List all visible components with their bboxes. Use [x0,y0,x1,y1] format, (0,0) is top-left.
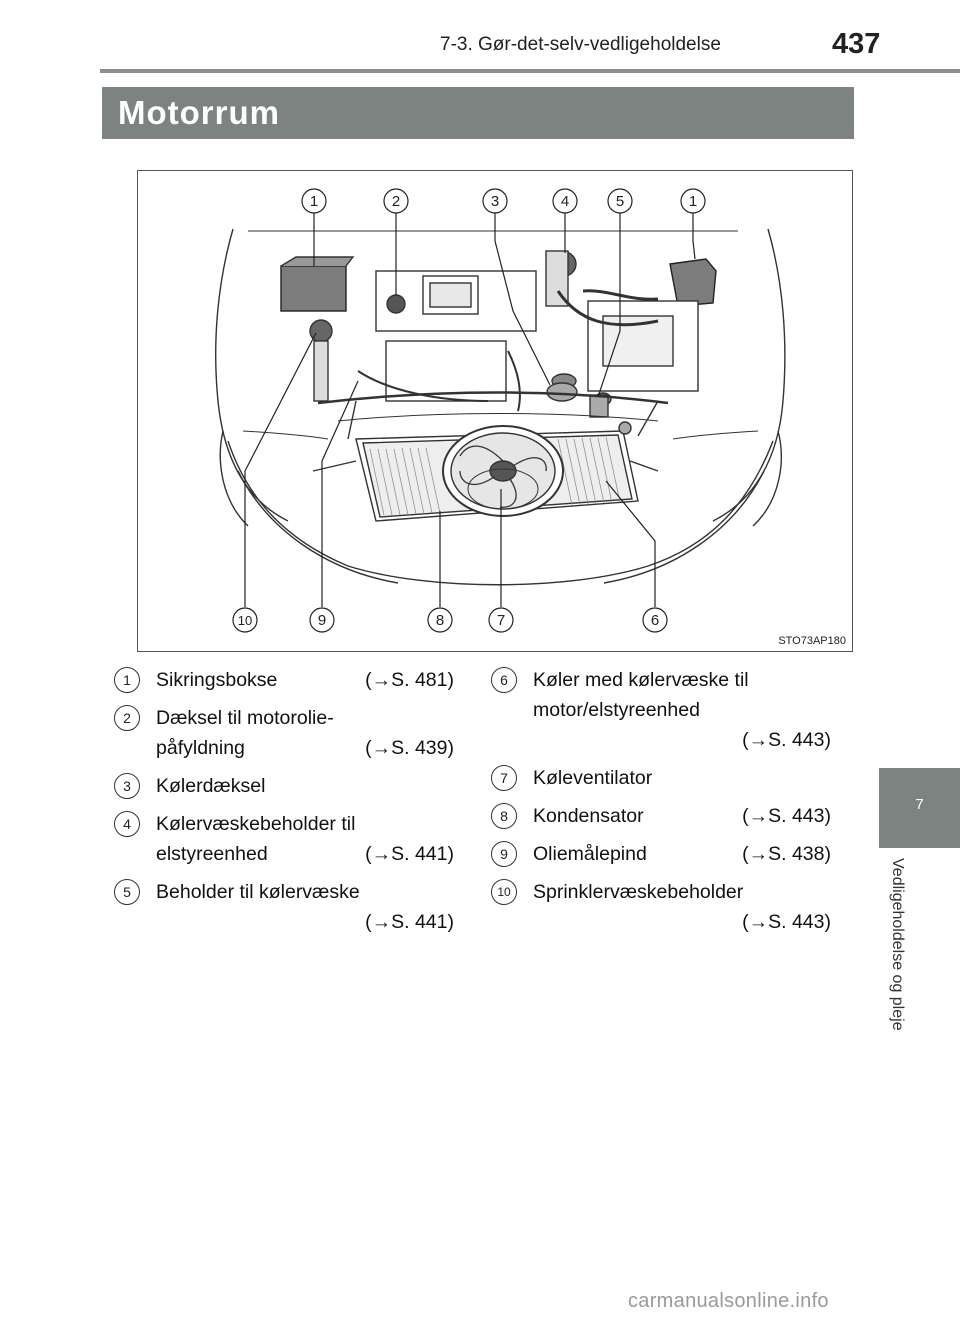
legend-number: 8 [491,803,517,829]
watermark-text: carmanualsonline.info [628,1290,829,1312]
engine-compartment-figure: 1 2 3 4 5 1 10 9 8 7 [137,170,853,652]
legend-number: 3 [114,773,140,799]
chapter-tab-number: 7 [915,796,924,813]
callout-bottom: 10 9 8 7 6 [232,607,668,633]
legend-number: 4 [114,811,140,837]
section-title: Motorrum [118,94,280,131]
page-reference-link[interactable]: (→S. 443) [742,911,831,933]
chapter-tab[interactable]: 7 [879,768,960,848]
legend-text: Kondensator [533,805,644,827]
chapter-tab-label: Vedligeholdelse og pleje [880,858,920,1088]
page-reference-link[interactable]: (→S. 443) [742,805,831,827]
callout-2-label: 2 [392,193,400,210]
callout-1-label: 1 [310,193,318,210]
page-reference-link[interactable]: (→S. 441) [365,843,454,865]
callout-3-label: 3 [491,193,499,210]
header-divider [100,69,960,73]
legend-right-column: 6 Køler med kølervæske til motor/elstyre… [491,665,831,945]
legend-text: Sprinklervæskebeholder [533,881,744,903]
page-reference-link[interactable]: (→S. 441) [365,911,454,933]
legend-number: 10 [491,879,517,905]
legend-text: påfyldning [156,737,245,759]
callout-9-label: 9 [318,612,326,629]
legend-number: 7 [491,765,517,791]
legend-item: 6 Køler med kølervæske til motor/elstyre… [491,665,831,755]
figure-code: STO73AP180 [778,635,846,647]
callout-7-label: 7 [497,612,505,629]
legend-item: 8 Kondensator (→S. 443) [491,801,831,831]
legend-left-column: 1 Sikringsbokse (→S. 481) 2 Dæksel til mo… [114,665,454,945]
legend-text: elstyreenhed [156,843,268,865]
legend-text: Oliemålepind [533,843,647,865]
legend-text: Køleventilator [533,767,653,789]
legend-text: Sikringsbokse [156,669,278,691]
legend-text: motor/elstyreenhed [533,699,700,721]
legend-item: 10 Sprinklervæskebeholder (→S. 443) [491,877,831,937]
legend-item: 9 Oliemålepind (→S. 438) [491,839,831,869]
callout-4-label: 4 [561,193,569,210]
legend-number: 9 [491,841,517,867]
legend-text: Køler med kølervæske til [533,669,749,691]
legend-number: 6 [491,667,517,693]
legend-text: Beholder til kølervæske [156,881,360,903]
legend-item: 4 Kølervæskebeholder til elstyreenhed (→S… [114,809,454,869]
page-number: 437 [832,28,881,60]
legend-number: 5 [114,879,140,905]
callout-6-label: 6 [651,612,659,629]
legend-item: 3 Kølerdæksel [114,771,454,801]
page-reference-link[interactable]: (→S. 439) [365,737,454,759]
legend-item: 5 Beholder til kølervæske (→S. 441) [114,877,454,937]
legend-number: 2 [114,705,140,731]
page-reference-link[interactable]: (→S. 443) [742,729,831,751]
legend-number: 1 [114,667,140,693]
page-reference-link[interactable]: (→S. 438) [742,843,831,865]
legend-item: 7 Køleventilator [491,763,831,793]
legend-item: 1 Sikringsbokse (→S. 481) [114,665,454,695]
legend-text: Kølervæskebeholder til [156,813,356,835]
callout-8-label: 8 [436,612,444,629]
legend-item: 2 Dæksel til motorolie- påfyldning (→S. 4… [114,703,454,763]
chapter-tab-label-text: Vedligeholdelse og pleje [889,858,906,1031]
chapter-heading: 7-3. Gør-det-selv-vedligeholdelse [440,34,721,55]
section-title-bar: Motorrum [102,87,854,139]
legend-text: Dæksel til motorolie- [156,707,334,729]
legend-text: Kølerdæksel [156,775,266,797]
callout-10-label: 10 [238,613,252,628]
callout-1b-label: 1 [689,193,697,210]
page-reference-link[interactable]: (→S. 481) [365,669,454,691]
callout-top: 1 2 3 4 5 1 [301,188,706,214]
engine-compartment-illustration: 1 2 3 4 5 1 10 9 8 7 [215,188,786,633]
callout-5-label: 5 [616,193,624,210]
